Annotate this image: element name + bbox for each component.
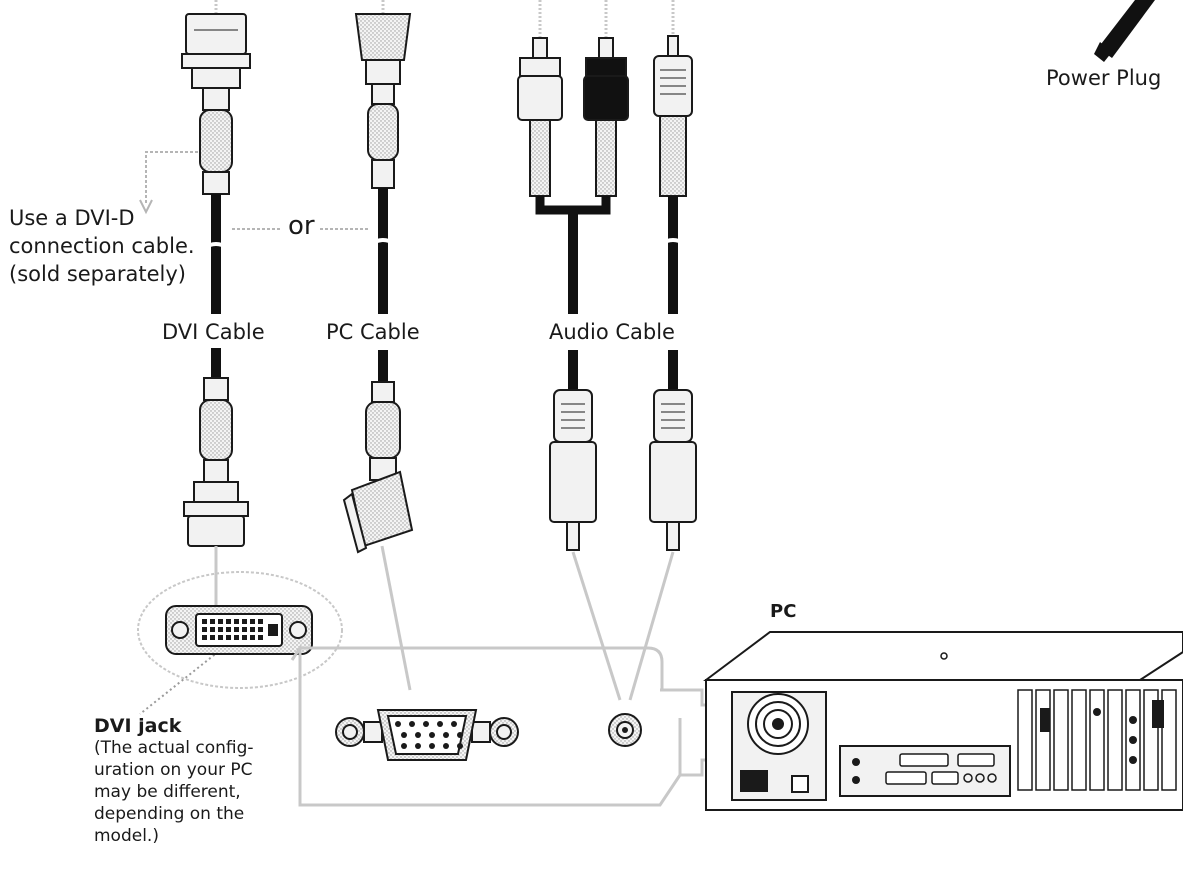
- dvi-jack-note-line-4: depending on the: [94, 804, 244, 825]
- dvi-jack-title: DVI jack: [94, 714, 181, 738]
- dvi-jack-note-line-3: may be different,: [94, 782, 241, 803]
- dvi-jack-note-line-2: uration on your PC: [94, 760, 252, 781]
- port-zoom-panel: [292, 648, 722, 805]
- dvi-note-line-2: connection cable.: [9, 234, 195, 258]
- pc-label: PC: [770, 600, 796, 624]
- dvi-cable-top: [182, 0, 250, 314]
- pc-cable-bottom: [344, 350, 412, 690]
- dvi-note-line-3: (sold separately): [9, 262, 186, 286]
- audio-cable-stereo-top: [654, 0, 692, 314]
- pc-cable-top: [356, 0, 410, 314]
- audio-cable-rca: [518, 0, 628, 314]
- dvi-note-line-1: Use a DVI-D: [9, 206, 135, 230]
- pc-tower-icon: [706, 632, 1183, 810]
- or-label: or: [288, 214, 315, 238]
- pc-cable-label: PC Cable: [326, 320, 420, 344]
- dvi-jack-note-line-5: model.): [94, 826, 159, 847]
- audio-cable-label: Audio Cable: [549, 320, 675, 344]
- audio-jack: [609, 714, 641, 746]
- cable-break-marks: [204, 240, 685, 248]
- dvi-jack: [138, 572, 342, 688]
- power-plug-label: Power Plug: [1046, 66, 1161, 90]
- power-plug-icon: [1094, 0, 1155, 62]
- dvi-cable-label: DVI Cable: [162, 320, 265, 344]
- dvi-jack-note-line-1: (The actual config-: [94, 738, 254, 759]
- vga-port: [336, 710, 518, 760]
